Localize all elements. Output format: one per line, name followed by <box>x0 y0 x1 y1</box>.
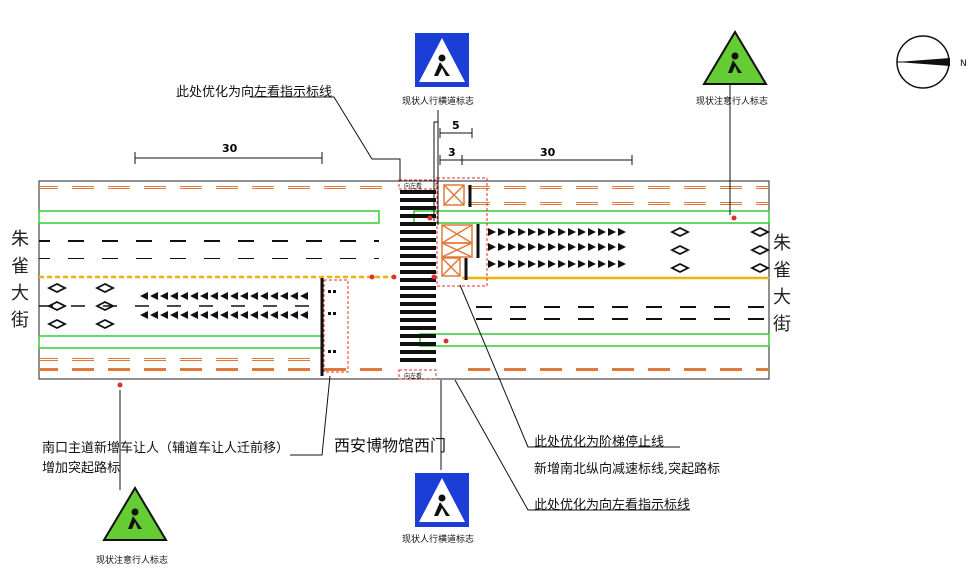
caption-caution-top-right: 现状注意行人标志 <box>696 97 769 107</box>
svg-text:N: N <box>960 59 967 69</box>
lane-edge-dashes <box>39 186 769 371</box>
east-diamonds <box>669 226 771 274</box>
west-yield-box <box>323 279 349 373</box>
red-markers <box>117 215 737 388</box>
lane-dashes <box>39 240 769 320</box>
west-yield-marks <box>328 290 336 353</box>
leader-lines <box>119 85 731 511</box>
annotation-speed-marking: 新增南北纵向减速标线,突起路标 <box>534 462 721 477</box>
look-left-box-top <box>398 179 437 190</box>
west-chevrons <box>140 292 308 319</box>
compass-icon: N <box>896 35 967 89</box>
center-line <box>39 275 769 280</box>
crosswalk-sign-top-icon <box>413 31 471 89</box>
annotation-south-entry-1: 南口主道新增车让人（辅道车让人迁前移） <box>42 441 290 456</box>
caution-sign-top-right-icon <box>702 30 768 85</box>
caution-sign-bottom-left-icon <box>102 486 168 541</box>
annotation-museum-gate: 西安博物馆西门 <box>334 436 447 455</box>
dimension-left-30: 30 <box>222 142 238 155</box>
annotation-south-entry-2: 增加突起路标 <box>42 461 121 476</box>
street-name-left: 朱 雀 大 街 <box>11 229 29 331</box>
street-name-right: 朱 雀 大 街 <box>773 233 791 335</box>
annotation-top-left: 此处优化为向左看指示标线 <box>176 85 333 100</box>
caption-caution-bottom-left: 现状注意行人标志 <box>96 556 169 566</box>
caption-crosswalk-top: 现状人行横道标志 <box>402 97 475 107</box>
look-left-top-label: 向左看 <box>404 183 423 190</box>
dimension-right-30: 30 <box>540 146 556 159</box>
dimension-five: 5 <box>452 119 460 132</box>
annotation-step-stop: 此处优化为阶梯停止线 <box>534 435 665 450</box>
east-chevrons <box>488 228 626 268</box>
annotation-bottom-right: 此处优化为向左看指示标线 <box>534 498 691 513</box>
east-crossed-boxes <box>441 184 473 277</box>
zebra-crosswalk <box>400 190 436 362</box>
dimension-lines <box>134 128 633 165</box>
east-stop-lines <box>464 185 480 280</box>
look-left-box-bottom <box>398 369 437 380</box>
east-step-box <box>436 177 488 287</box>
west-diamonds <box>46 282 116 330</box>
dimension-three: 3 <box>448 146 456 159</box>
crosswalk-sign-bottom-icon <box>413 471 471 529</box>
look-left-bottom-label: 向左看 <box>404 373 423 380</box>
caption-crosswalk-bottom: 现状人行横道标志 <box>402 535 475 545</box>
